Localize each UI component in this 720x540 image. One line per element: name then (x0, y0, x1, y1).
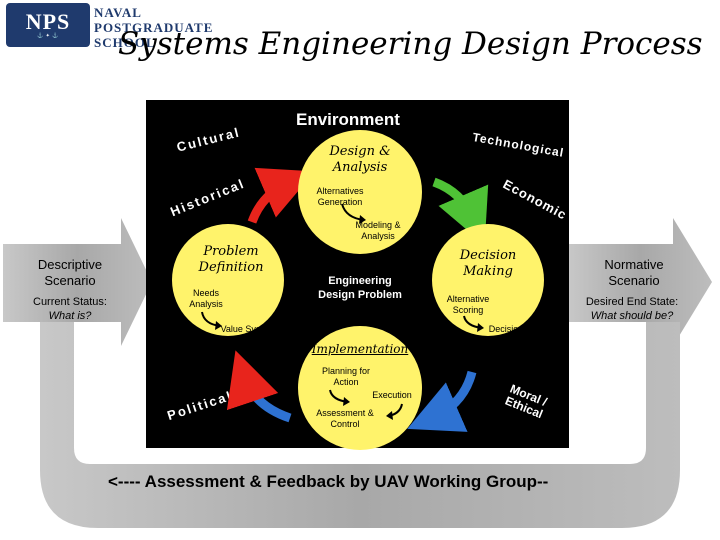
step-arrow-icon (386, 403, 403, 420)
desired-end-state-label: Desired End State: (585, 296, 679, 308)
nps-logo-seal: NPS ⚓ ✦ ⚓ (6, 3, 90, 47)
normative-scenario-title: Normative Scenario (604, 257, 664, 288)
step-assessment-control: Assessment & Control (316, 408, 374, 429)
desired-end-state-value: What should be? (590, 310, 674, 322)
step-planning-for-action: Planning for Action (321, 366, 371, 387)
step-execution: Execution (372, 390, 412, 400)
environment-title: Environment (296, 110, 400, 129)
current-status-label: Current Status: (33, 296, 107, 308)
current-status-value: What is? (48, 310, 92, 322)
step-arrow-icon (463, 315, 484, 332)
step-modeling-analysis: Modeling & Analysis (355, 220, 401, 241)
org-name-line3: SCHOOL (94, 35, 156, 50)
logo-seal-text: NPS (25, 9, 71, 34)
design-analysis-title: Design & Analysis (329, 144, 391, 175)
step-decision: Decision (488, 324, 524, 334)
problem-definition-title: Problem Definition (198, 244, 264, 275)
descriptive-arrow (3, 218, 152, 346)
descriptive-scenario-title: Descriptive Scenario (37, 257, 103, 288)
normative-arrow (568, 218, 712, 346)
page-title: Systems Engineering Design Process (118, 26, 703, 62)
org-name-line2: POSTGRADUATE (94, 20, 214, 35)
implementation-circle (298, 326, 422, 450)
step-value-system-design: Value System Design (220, 324, 276, 345)
arrow-lower-left (226, 350, 292, 423)
feedback-label: <---- Assessment & Feedback by UAV Worki… (108, 472, 549, 491)
arrow-upper-right (432, 177, 489, 245)
step-arrow-icon (341, 203, 366, 224)
arrow-lower-right (407, 370, 477, 432)
step-arrow-icon (329, 389, 350, 406)
implementation-title: Implementation (311, 342, 409, 356)
arrow-upper-left (247, 167, 315, 224)
org-name-line1: NAVAL (94, 5, 142, 20)
step-alternatives-generation: Alternatives Generation (316, 186, 364, 207)
problem-definition-circle (172, 224, 284, 336)
decision-making-title: Decision Making (459, 248, 517, 279)
feedback-u-path (40, 322, 680, 528)
step-arrow-icon (201, 311, 222, 330)
center-label: Engineering Design Problem (318, 275, 402, 301)
design-analysis-circle (298, 130, 422, 254)
step-alternative-scoring: Alternative Scoring (446, 294, 490, 315)
step-needs-analysis: Needs Analysis (189, 288, 223, 309)
decision-making-circle (432, 224, 544, 336)
